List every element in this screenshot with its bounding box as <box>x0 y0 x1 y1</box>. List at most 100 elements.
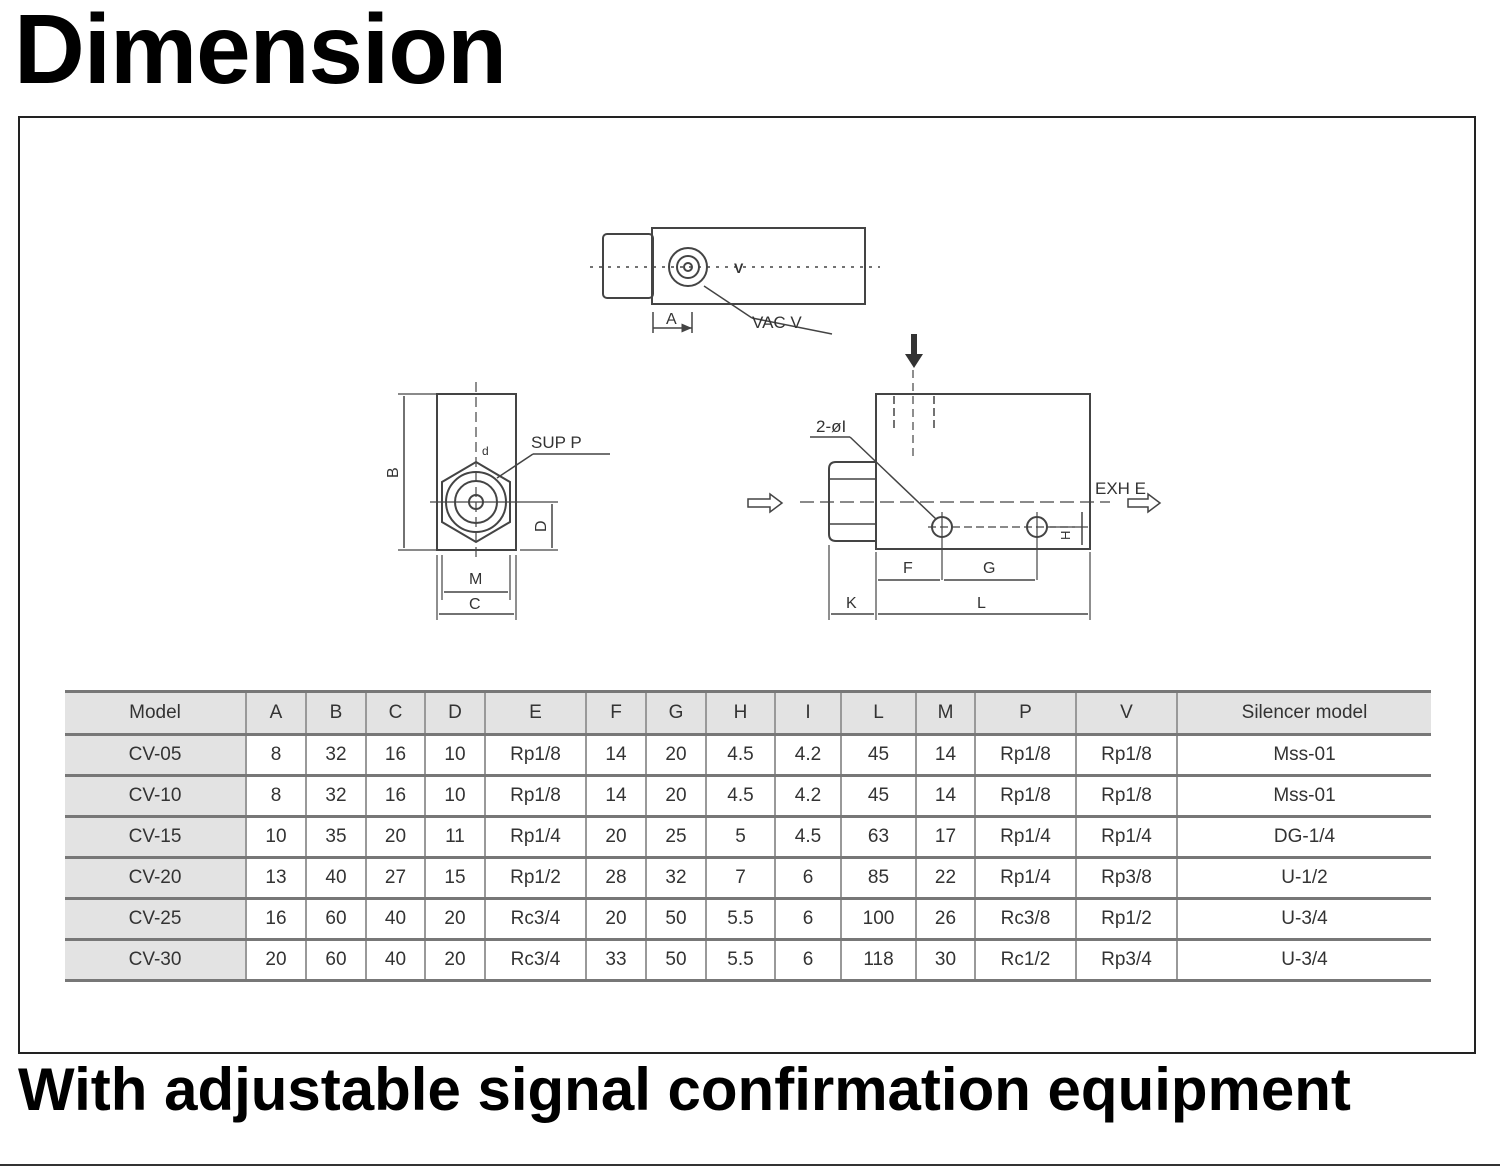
model-cell: CV-25 <box>65 898 247 941</box>
table-cell: DG-1/4 <box>1177 816 1431 859</box>
model-cell: CV-05 <box>65 734 247 777</box>
table-cell: U-3/4 <box>1177 898 1431 941</box>
table-cell: Rp1/2 <box>1076 898 1178 941</box>
table-cell: 100 <box>841 898 917 941</box>
table-cell: 15 <box>425 857 486 900</box>
table-cell: 45 <box>841 775 917 818</box>
dim-label-m: M <box>469 571 482 588</box>
header-h: H <box>706 690 776 736</box>
front-view <box>398 382 610 620</box>
table-cell: 8 <box>246 775 307 818</box>
supp-label: SUP P <box>531 433 582 452</box>
table-cell: U-3/4 <box>1177 939 1431 982</box>
header-p: P <box>975 690 1077 736</box>
supply-down-arrow <box>905 334 923 368</box>
table-row: CV-20 13 40 27 15 Rp1/2 28 32 7 6 85 22 … <box>65 857 1431 900</box>
table-cell: 20 <box>586 898 647 941</box>
table-cell: Mss-01 <box>1177 775 1431 818</box>
table-cell: 4.5 <box>706 775 776 818</box>
table-cell: 50 <box>646 939 707 982</box>
caption-text: With adjustable signal confirmation equi… <box>18 1056 1351 1123</box>
dim-label-b: B <box>385 467 402 478</box>
table-cell: 32 <box>306 775 367 818</box>
header-l: L <box>841 690 917 736</box>
table-cell: 4.2 <box>775 734 842 777</box>
model-cell: CV-10 <box>65 775 247 818</box>
dim-label-c: C <box>469 596 481 613</box>
table-cell: 13 <box>246 857 307 900</box>
model-cell: CV-15 <box>65 816 247 859</box>
table-cell: Rp1/8 <box>485 734 587 777</box>
table-cell: U-1/2 <box>1177 857 1431 900</box>
vac-label: VAC V <box>752 313 802 332</box>
table-cell: 25 <box>646 816 707 859</box>
table-cell: 45 <box>841 734 917 777</box>
v-label: V <box>734 260 744 276</box>
table-cell: 20 <box>366 816 426 859</box>
dim-label-l: L <box>977 595 986 612</box>
table-row: CV-30 20 60 40 20 Rc3/4 33 50 5.5 6 118 … <box>65 939 1431 982</box>
header-v: V <box>1076 690 1178 736</box>
page-title: Dimension <box>14 0 507 104</box>
table-cell: 14 <box>916 734 976 777</box>
table-cell: 4.2 <box>775 775 842 818</box>
table-cell: 22 <box>916 857 976 900</box>
table-cell: 118 <box>841 939 917 982</box>
dimension-table: Model A B C D E F G H I L M P V Silencer… <box>65 690 1431 982</box>
header-model: Model <box>65 690 247 736</box>
table-cell: 6 <box>775 898 842 941</box>
table-cell: 4.5 <box>775 816 842 859</box>
table-cell: Rc1/2 <box>975 939 1077 982</box>
table-cell: Rp1/8 <box>1076 734 1178 777</box>
table-cell: 30 <box>916 939 976 982</box>
table-cell: 6 <box>775 857 842 900</box>
dim-label-h: H <box>1058 531 1073 540</box>
table-cell: 40 <box>306 857 367 900</box>
table-cell: 27 <box>366 857 426 900</box>
table-cell: 14 <box>586 775 647 818</box>
table-cell: Rp1/8 <box>485 775 587 818</box>
technical-drawing: A VAC V V B d SUP P D M C <box>385 227 1162 620</box>
header-i: I <box>775 690 842 736</box>
table-cell: Rp1/8 <box>1076 775 1178 818</box>
table-cell: Rc3/4 <box>485 939 587 982</box>
table-cell: 14 <box>916 775 976 818</box>
header-silencer-model: Silencer model <box>1177 690 1431 736</box>
table-cell: 26 <box>916 898 976 941</box>
table-cell: 10 <box>425 734 486 777</box>
table-cell: Rp1/4 <box>1076 816 1178 859</box>
table-cell: 5 <box>706 816 776 859</box>
table-cell: 60 <box>306 898 367 941</box>
table-cell: 20 <box>646 734 707 777</box>
model-cell: CV-30 <box>65 939 247 982</box>
table-cell: Rp1/2 <box>485 857 587 900</box>
table-cell: 14 <box>586 734 647 777</box>
header-g: G <box>646 690 707 736</box>
table-cell: 40 <box>366 939 426 982</box>
table-cell: 20 <box>646 775 707 818</box>
table-cell: 20 <box>425 939 486 982</box>
header-c: C <box>366 690 426 736</box>
table-cell: Rp1/4 <box>975 857 1077 900</box>
table-cell: 16 <box>366 775 426 818</box>
table-cell: 35 <box>306 816 367 859</box>
header-a: A <box>246 690 307 736</box>
header-d: D <box>425 690 486 736</box>
table-cell: 63 <box>841 816 917 859</box>
table-cell: Rc3/8 <box>975 898 1077 941</box>
table-cell: 33 <box>586 939 647 982</box>
table-cell: 32 <box>306 734 367 777</box>
table-header-row: Model A B C D E F G H I L M P V Silencer… <box>65 690 1431 736</box>
table-cell: 17 <box>916 816 976 859</box>
table-row: CV-15 10 35 20 11 Rp1/4 20 25 5 4.5 63 1… <box>65 816 1431 859</box>
table-cell: 10 <box>425 775 486 818</box>
table-cell: 85 <box>841 857 917 900</box>
header-f: F <box>586 690 647 736</box>
table-cell: 16 <box>366 734 426 777</box>
header-m: M <box>916 690 976 736</box>
table-cell: Rp3/4 <box>1076 939 1178 982</box>
table-cell: 7 <box>706 857 776 900</box>
hole-label: 2-øI <box>816 417 846 436</box>
dim-label-a: A <box>666 311 677 328</box>
model-cell: CV-20 <box>65 857 247 900</box>
